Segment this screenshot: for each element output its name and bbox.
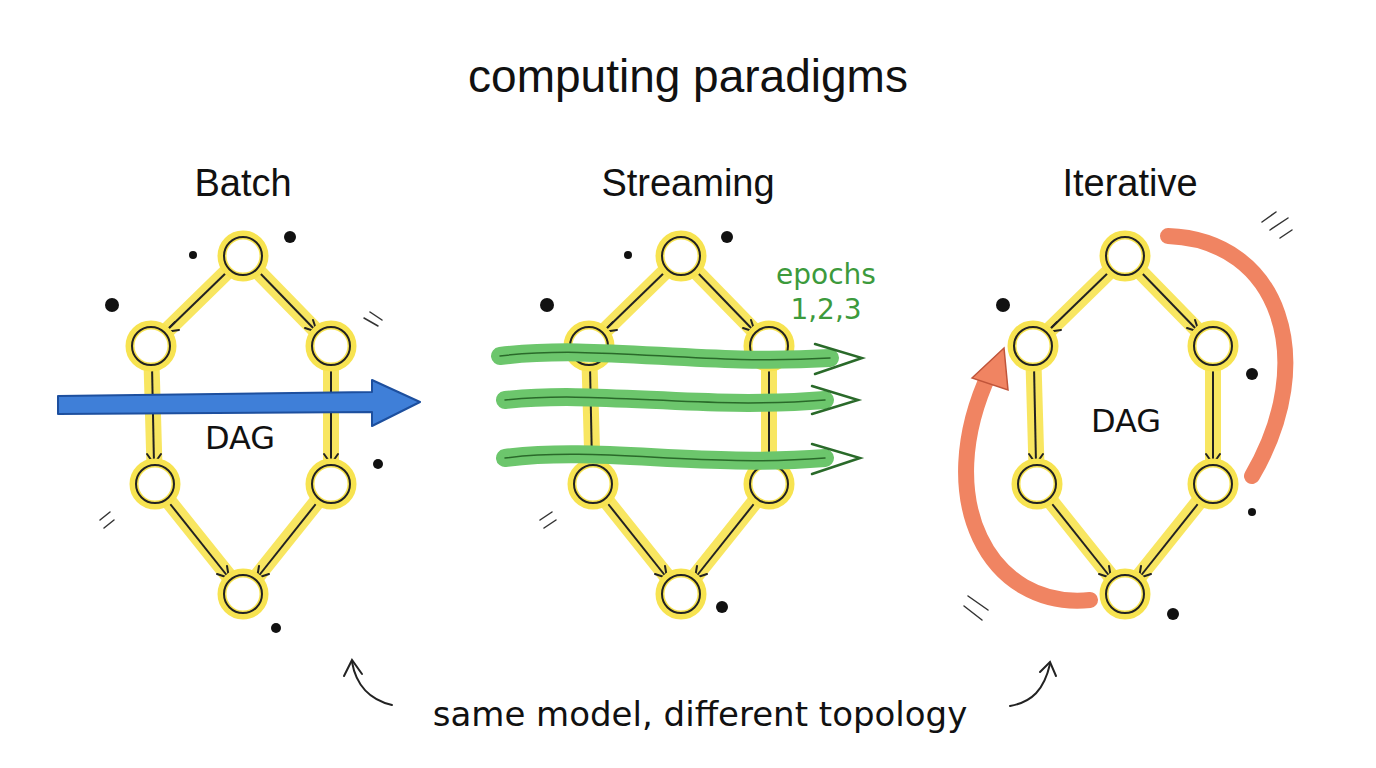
epoch-note: epochs 1,2,3 (771, 257, 881, 327)
panel-heading: Iterative (1062, 162, 1197, 205)
panel-heading: Batch (194, 162, 291, 205)
dag-graph (568, 235, 790, 615)
motion-marks (100, 212, 1292, 620)
dag-graph (130, 235, 352, 615)
dag-graph (1012, 235, 1234, 615)
loop-arrowhead (972, 348, 1008, 390)
iteration-loop (966, 236, 1285, 601)
graph-label: DAG (205, 419, 275, 457)
graph-label: DAG (1091, 402, 1161, 440)
decoration-dots (105, 231, 1258, 633)
stream-arrows (500, 344, 862, 474)
panel-heading: Streaming (601, 162, 774, 205)
diagram-title: computing paradigms (468, 49, 908, 103)
diagram-caption: same model, different topology (390, 694, 1010, 734)
